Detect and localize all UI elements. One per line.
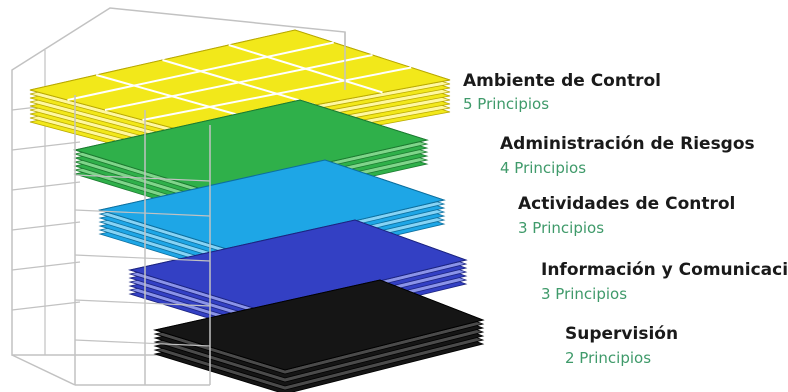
- cube-front-gridline: [74, 174, 211, 182]
- cube-left-gridline: [11, 301, 81, 311]
- cube-front-gridline: [74, 299, 211, 307]
- cube-left-gridline: [11, 141, 81, 151]
- layer-supervision-top: [153, 279, 485, 371]
- cube-left-gridline: [11, 261, 81, 271]
- cube-left-gridline: [11, 221, 81, 231]
- label-informacion-subtitle: 3 Principios: [541, 285, 628, 303]
- label-supervision-title: Supervisión: [565, 324, 679, 344]
- label-actividades-title: Actividades de Control: [518, 194, 736, 214]
- label-supervision-subtitle: 2 Principios: [565, 349, 652, 367]
- label-ambiente-subtitle: 5 Principios: [463, 95, 550, 113]
- label-riesgos-subtitle: 4 Principios: [500, 159, 587, 177]
- cube-front-gridline: [74, 339, 211, 347]
- label-ambiente-title: Ambiente de Control: [463, 71, 661, 91]
- label-actividades-subtitle: 3 Principios: [518, 219, 605, 237]
- cube-left-gridline: [11, 181, 81, 191]
- cube-front-gridline: [74, 254, 211, 262]
- layer-riesgos-top: [73, 99, 429, 191]
- label-riesgos-title: Administración de Riesgos: [500, 134, 755, 154]
- top-grid-line: [104, 54, 373, 111]
- top-grid-line: [142, 66, 412, 121]
- layer-actividades-top: [98, 159, 446, 251]
- top-grid-line: [228, 44, 383, 94]
- label-informacion-title: Información y Comunicación: [541, 260, 788, 280]
- layer-informacion-top: [128, 219, 468, 311]
- cube-front-gridline: [74, 209, 211, 217]
- cube-bottom-edge: [11, 354, 76, 386]
